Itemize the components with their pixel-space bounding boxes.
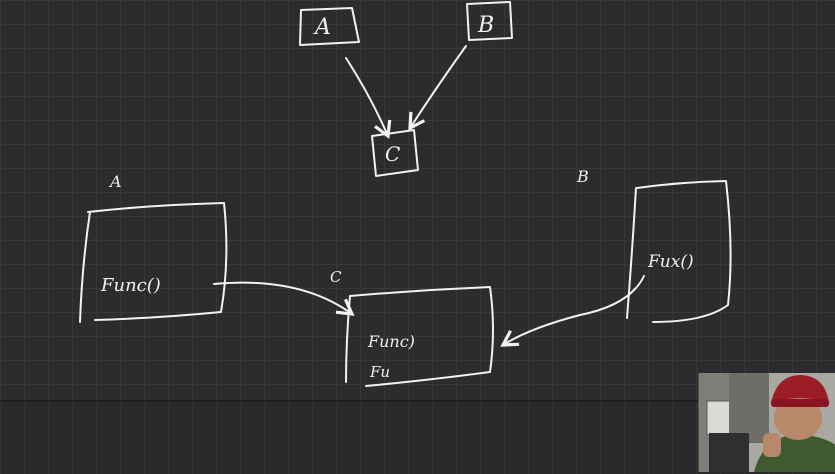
top-node-a-label: A: [313, 15, 331, 40]
arrow-box-a-to-box-c: [213, 281, 355, 316]
box-a-text: Func(): [100, 275, 161, 296]
box-b-text: Fux(): [647, 252, 694, 272]
arrow-box-b-to-box-c: [500, 275, 645, 347]
presenter-image: [699, 373, 835, 472]
box-c-line2: Fu: [369, 363, 390, 381]
arrow-a-to-c: [345, 57, 392, 139]
arrow-b-to-c: [408, 45, 467, 131]
top-node-a: A: [299, 7, 360, 46]
webcam-overlay: [698, 373, 835, 472]
bottom-label-c: C: [330, 268, 342, 286]
top-node-b-label: B: [477, 13, 494, 38]
box-c: Func) Fu: [345, 286, 494, 387]
box-a: Func(): [79, 202, 228, 323]
top-node-b: B: [466, 1, 513, 41]
whiteboard-canvas: [0, 0, 835, 400]
top-node-c-label: C: [385, 142, 400, 166]
bottom-label-b: B: [576, 167, 589, 186]
top-node-c: C: [371, 129, 419, 177]
bottom-strip: [0, 400, 835, 474]
box-c-line1: Func): [367, 332, 415, 351]
box-b: Fux(): [626, 180, 732, 323]
bottom-label-a: A: [108, 172, 122, 191]
